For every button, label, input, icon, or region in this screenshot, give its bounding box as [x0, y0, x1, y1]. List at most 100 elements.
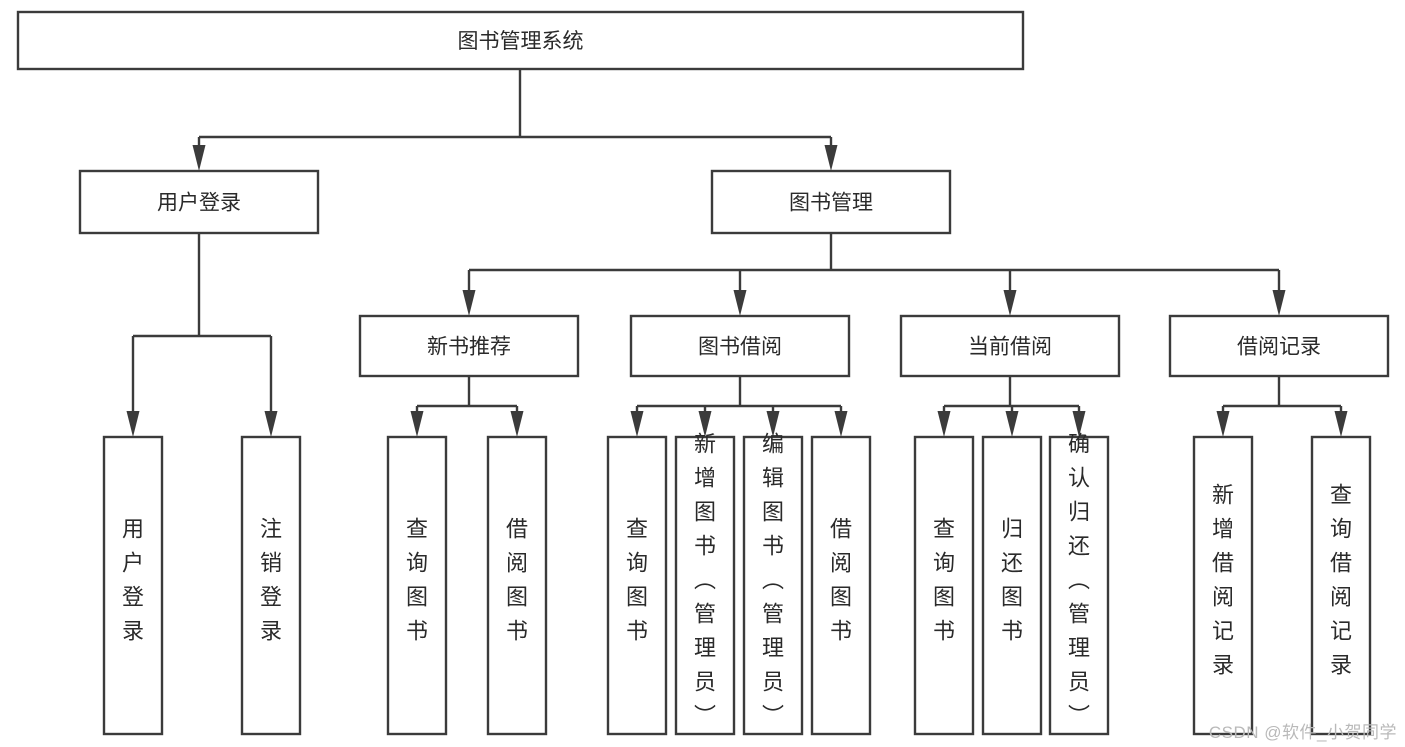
node-book-manage[interactable]: 图书管理 — [710, 169, 952, 235]
node-label-char: 增 — [694, 466, 716, 491]
node-label-char: 借 — [506, 517, 528, 542]
node-leaf-add-record[interactable]: 新增借阅记录 — [1192, 435, 1254, 736]
node-box[interactable] — [1310, 435, 1372, 736]
node-label-char: 新 — [1212, 483, 1234, 508]
node-label-char: 录 — [122, 619, 144, 644]
node-box[interactable] — [102, 435, 164, 736]
node-label: 查询图书 — [933, 517, 955, 644]
node-label-char: 记 — [1330, 619, 1352, 644]
connector-branch-user-login — [126, 233, 278, 437]
node-label-char: 登 — [122, 585, 144, 610]
node-label-char: 辑 — [762, 466, 784, 491]
node-box[interactable] — [629, 314, 851, 378]
node-label-char: 书 — [762, 534, 784, 559]
node-label: 用户登录 — [122, 517, 144, 644]
node-label: 图书管理系统 — [458, 30, 584, 53]
node-leaf-edit-book[interactable]: 编辑图书︵管理员︶ — [742, 432, 804, 736]
node-box[interactable] — [1192, 435, 1254, 736]
arrow-head-icon — [510, 411, 524, 437]
node-label: 借阅图书 — [506, 517, 528, 644]
node-leaf-confirm-return[interactable]: 确认归还︵管理员︶ — [1048, 432, 1110, 736]
node-label: 查询图书 — [406, 517, 428, 644]
node-label-char: ︵ — [762, 568, 784, 593]
node-box[interactable] — [358, 314, 580, 378]
node-label: 注销登录 — [260, 517, 282, 644]
node-label-char: 阅 — [1212, 585, 1234, 610]
node-label-char: 阅 — [1330, 585, 1352, 610]
node-box[interactable] — [899, 314, 1121, 378]
node-box[interactable] — [1168, 314, 1390, 378]
arrow-head-icon — [410, 411, 424, 437]
node-label-char: 图 — [933, 585, 955, 610]
node-label: 查询图书 — [626, 517, 648, 644]
node-label-char: 借 — [1330, 551, 1352, 576]
node-leaf-query-book-rec[interactable]: 查询图书 — [386, 435, 448, 736]
node-leaf-query-book-cur[interactable]: 查询图书 — [913, 435, 975, 736]
node-label-char: 图 — [406, 585, 428, 610]
arrow-head-icon — [1005, 411, 1019, 437]
connector-layer — [126, 69, 1348, 437]
arrow-head-icon — [126, 411, 140, 437]
node-box[interactable] — [710, 169, 952, 235]
node-box[interactable] — [810, 435, 872, 736]
node-label: 新增借阅记录 — [1212, 483, 1234, 678]
node-label-char: 书 — [1001, 619, 1023, 644]
node-leaf-query-record[interactable]: 查询借阅记录 — [1310, 435, 1372, 736]
node-box[interactable] — [1048, 435, 1110, 736]
node-label-char: 用 — [122, 517, 144, 542]
node-label-char: 户 — [122, 551, 144, 576]
node-new-book-recommend[interactable]: 新书推荐 — [358, 314, 580, 378]
node-user-login[interactable]: 用户登录 — [78, 169, 320, 235]
node-box[interactable] — [386, 435, 448, 736]
node-box[interactable] — [913, 435, 975, 736]
node-borrow-record[interactable]: 借阅记录 — [1168, 314, 1390, 378]
node-leaf-query-book[interactable]: 查询图书 — [606, 435, 668, 736]
node-label-char: 图 — [506, 585, 528, 610]
node-label-char: 还 — [1068, 534, 1090, 559]
node-box[interactable] — [606, 435, 668, 736]
arrow-head-icon — [264, 411, 278, 437]
node-leaf-borrow-book-rec[interactable]: 借阅图书 — [486, 435, 548, 736]
node-label-char: 记 — [1212, 619, 1234, 644]
node-label-char: 书 — [933, 619, 955, 644]
node-label-char: 管 — [762, 602, 784, 627]
node-box[interactable] — [486, 435, 548, 736]
node-leaf-user-logout[interactable]: 注销登录 — [240, 435, 302, 736]
node-box[interactable] — [240, 435, 302, 736]
connector-branch-new-book — [410, 376, 524, 437]
node-box[interactable] — [16, 10, 1025, 71]
node-label-char: 录 — [1330, 653, 1352, 678]
node-label-char: ︶ — [1068, 704, 1090, 729]
node-label: 借阅记录 — [1237, 336, 1321, 359]
node-leaf-user-login[interactable]: 用户登录 — [102, 435, 164, 736]
node-label-char: 确 — [1068, 432, 1090, 457]
node-label-char: 注 — [260, 517, 282, 542]
node-leaf-return-book[interactable]: 归还图书 — [981, 435, 1043, 736]
node-label-char: 员 — [694, 670, 716, 695]
node-label-char: 询 — [626, 551, 648, 576]
arrow-head-icon — [937, 411, 951, 437]
node-current-borrow[interactable]: 当前借阅 — [899, 314, 1121, 378]
node-leaf-add-book[interactable]: 新增图书︵管理员︶ — [674, 432, 736, 736]
node-label-char: 询 — [1330, 517, 1352, 542]
node-box[interactable] — [981, 435, 1043, 736]
node-label-char: 还 — [1001, 551, 1023, 576]
node-label-char: 录 — [1212, 653, 1234, 678]
node-label: 借阅图书 — [830, 517, 852, 644]
node-label-char: 员 — [1068, 670, 1090, 695]
node-label-char: 归 — [1068, 500, 1090, 525]
node-box[interactable] — [78, 169, 320, 235]
node-root[interactable]: 图书管理系统 — [16, 10, 1025, 71]
node-box[interactable] — [674, 435, 736, 736]
node-label: 归还图书 — [1001, 517, 1023, 644]
arrow-head-icon — [1216, 411, 1230, 437]
arrow-head-icon — [766, 411, 780, 437]
node-label-char: 阅 — [830, 551, 852, 576]
watermark-label: CSDN @软件_小贺同学 — [1208, 723, 1397, 742]
node-label-char: 图 — [1001, 585, 1023, 610]
node-leaf-borrow-book[interactable]: 借阅图书 — [810, 435, 872, 736]
node-box[interactable] — [742, 435, 804, 736]
node-book-borrow[interactable]: 图书借阅 — [629, 314, 851, 378]
node-label-char: 借 — [830, 517, 852, 542]
